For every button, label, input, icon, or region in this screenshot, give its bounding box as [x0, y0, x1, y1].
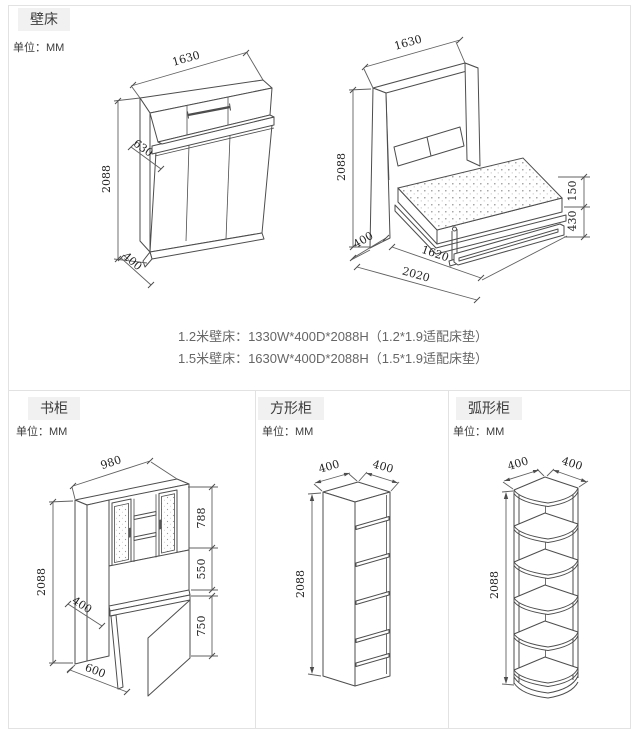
dim-width: 1630 — [171, 49, 201, 69]
arc-cabinet-drawing: 400 400 2088 — [488, 454, 589, 699]
posts — [513, 488, 579, 684]
dimensions: 980 2088 788 550 750 400 — [35, 453, 218, 696]
section-tab-bookcase: 书柜 — [28, 397, 80, 420]
dim-depth: 400 — [120, 250, 144, 274]
dim-desk: 750 — [195, 616, 208, 637]
dimensions: 400 400 2088 — [294, 457, 400, 677]
glass-door-left — [114, 503, 129, 563]
dim-mattress-thickness: 150 — [566, 181, 579, 202]
mattress — [397, 157, 563, 245]
headboard — [393, 126, 465, 167]
dim-middle: 550 — [195, 559, 208, 580]
unit-label-square-cabinet: 单位：MM — [262, 426, 314, 438]
closed-bed-drawing: 1630 2088 630 400 — [100, 49, 275, 289]
door-handle-left — [129, 527, 132, 538]
middle-shelf-unit — [133, 494, 157, 562]
dim-hutch: 788 — [195, 508, 208, 529]
dim-width: 980 — [99, 453, 123, 472]
dimensions: 400 400 2088 — [488, 454, 589, 686]
bookcase-drawing: 980 2088 788 550 750 400 — [35, 453, 218, 697]
dim-height: 2088 — [335, 153, 348, 181]
glass-door-right — [161, 493, 175, 554]
square-cabinet-drawing: 400 400 2088 — [294, 457, 400, 687]
bed-specs: 1.2米壁床：1330W*400D*2088H（1.2*1.9适配床垫） 1.5… — [178, 326, 488, 370]
section-tab-arc-cabinet: 弧形柜 — [456, 397, 522, 420]
desk — [108, 589, 191, 697]
dim-under-height: 430 — [566, 211, 579, 232]
front-desk-bar — [448, 223, 565, 267]
section-divider-vertical-2 — [448, 390, 449, 729]
dim-width: 400 — [317, 457, 341, 475]
dim-height: 2088 — [35, 568, 48, 596]
section-divider-vertical-1 — [255, 390, 256, 729]
door-handle-right — [159, 519, 162, 530]
bed-spec-line-2: 1.5米壁床：1630W*400D*2088H（1.5*1.9适配床垫） — [178, 351, 488, 366]
dim-total-extension: 2020 — [401, 265, 431, 285]
section-tab-square-cabinet: 方形柜 — [258, 397, 324, 420]
unit-label-bed: 单位：MM — [13, 42, 65, 54]
dim-height: 2088 — [100, 165, 113, 193]
dim-depth: 400 — [560, 454, 584, 473]
open-bed-drawing: 1630 2088 150 430 400 1620 — [335, 33, 590, 304]
dim-height: 2088 — [294, 570, 307, 598]
curved-shelves — [513, 476, 579, 699]
dim-height: 2088 — [488, 571, 501, 599]
shelves — [355, 516, 390, 667]
dim-width: 1630 — [393, 33, 423, 53]
dim-total-depth: 600 — [83, 661, 107, 681]
bed-spec-line-1: 1.2米壁床：1330W*400D*2088H（1.2*1.9适配床垫） — [178, 329, 488, 344]
door-seams — [185, 97, 231, 242]
dim-depth: 400 — [371, 457, 395, 475]
unit-label-arc-cabinet: 单位：MM — [453, 426, 505, 438]
section-divider-horizontal — [8, 390, 631, 391]
section-tab-bed: 壁床 — [18, 8, 70, 31]
unit-label-bookcase: 单位：MM — [16, 426, 68, 438]
dim-width: 400 — [506, 454, 530, 473]
dim-desk-depth: 630 — [131, 137, 156, 160]
handle — [187, 103, 231, 119]
